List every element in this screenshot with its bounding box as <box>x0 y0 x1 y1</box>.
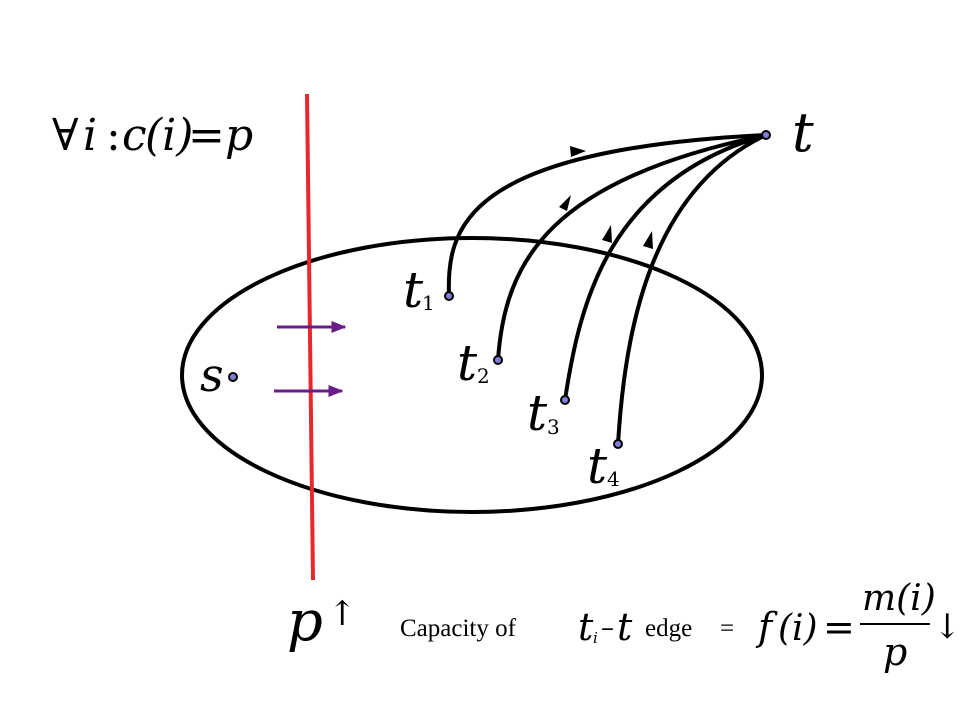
node-t1-base: t <box>403 261 424 319</box>
node-t4-base: t <box>587 437 608 495</box>
formula-i: i <box>83 110 97 161</box>
capacity-of-label: Capacity of <box>400 615 517 642</box>
equals-sign-1: = <box>720 615 734 642</box>
node-s-dot <box>228 372 238 382</box>
forall-symbol: ∀ <box>52 110 79 161</box>
fraction-numerator: m(i) <box>862 578 936 619</box>
node-t4-label: t 4 <box>587 437 620 495</box>
subgraph-ellipse <box>180 236 764 514</box>
edge-label-subscript-i: i <box>593 629 598 647</box>
node-t2-subscript: 2 <box>477 364 490 388</box>
edge-t4-arrowhead <box>643 231 653 249</box>
edge-label-t2: t <box>617 605 633 649</box>
edge-label-dash: – <box>601 613 614 643</box>
edge-t1-t <box>446 133 767 297</box>
formula-p: p <box>225 110 253 161</box>
edge-t3-arrowhead <box>602 225 612 243</box>
fraction-denominator: p <box>883 630 907 674</box>
node-t-label: t <box>792 101 814 164</box>
capacity-formula: ∀ i : c (i) = p <box>52 110 253 161</box>
node-t4-dot <box>613 439 623 449</box>
down-arrow-icon: ↓ <box>933 607 960 647</box>
node-t2-label: t 2 <box>457 334 490 392</box>
node-t3-subscript: 3 <box>547 415 560 439</box>
node-t3-label: t 3 <box>527 384 560 442</box>
equals-sign-2: = <box>823 605 855 649</box>
edge-t3-t <box>563 133 767 401</box>
formula-f: f <box>755 605 778 649</box>
edge-word: edge <box>645 615 692 642</box>
formula-equals: = <box>188 110 225 161</box>
node-t4-subscript: 4 <box>607 467 620 491</box>
formula-colon: : <box>106 110 121 161</box>
edge-t4-t <box>616 133 767 445</box>
edge-t2-arrowhead <box>559 195 571 211</box>
bottom-p: p <box>287 589 323 654</box>
formula-c: c <box>122 110 147 161</box>
edge-t1-arrowhead <box>570 146 586 157</box>
formula-f-arg: (i) <box>778 608 818 649</box>
node-t3-base: t <box>527 384 548 442</box>
node-t1-label: t 1 <box>403 261 435 319</box>
node-t1-dot <box>444 291 454 301</box>
node-t-dot <box>761 130 771 140</box>
node-s-label: s <box>200 348 224 402</box>
bottom-annotation: p ↑ Capacity of t i – t edge = f (i) = m… <box>287 578 960 674</box>
node-t1-subscript: 1 <box>422 291 435 315</box>
edge-t2-t <box>496 133 767 361</box>
node-t3-dot <box>560 395 570 405</box>
node-t2-base: t <box>457 334 478 392</box>
edge-label-t: t <box>578 605 594 649</box>
up-arrow-icon: ↑ <box>328 594 357 634</box>
node-t2-dot <box>493 355 503 365</box>
cut-line <box>305 93 315 581</box>
formula-paren-i: (i) <box>145 110 193 161</box>
